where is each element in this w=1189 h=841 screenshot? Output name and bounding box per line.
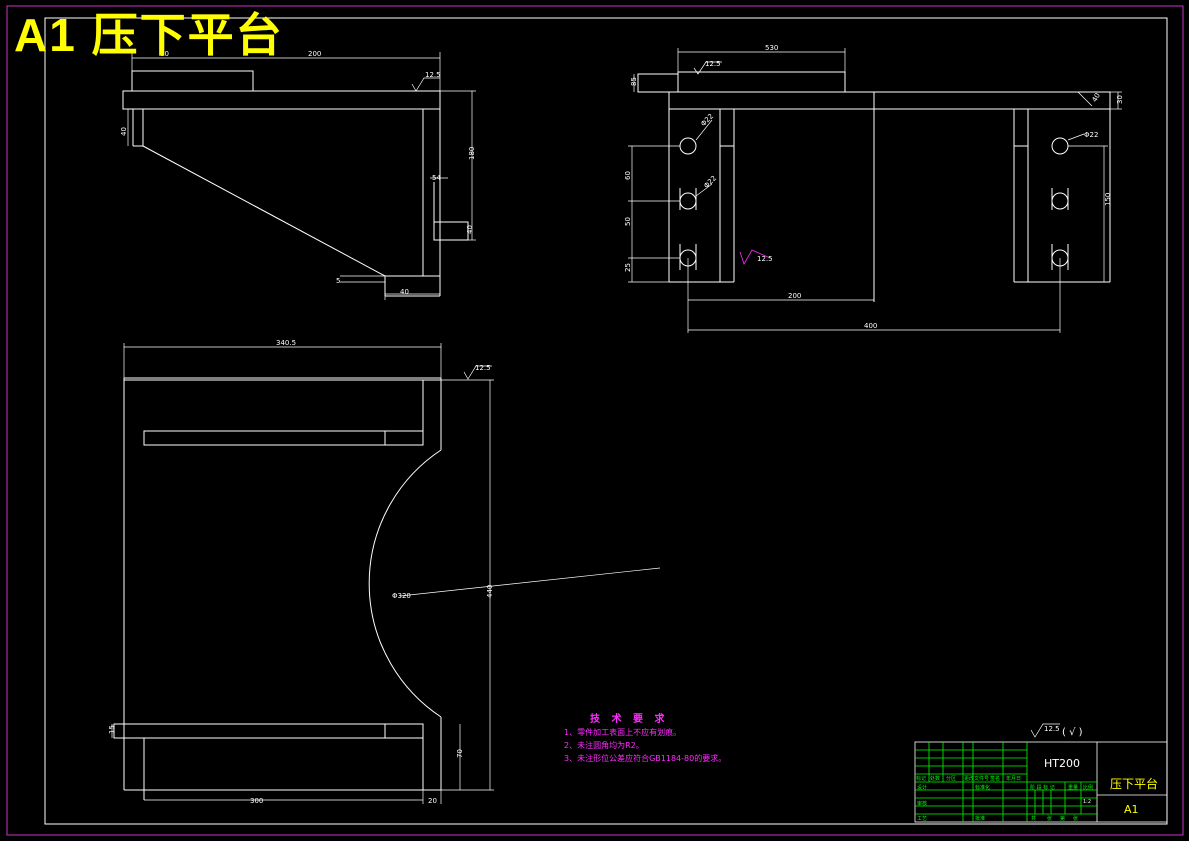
tb-label-standard: 标准化 [975, 785, 991, 791]
dim-front-hole-b: Φ22 [702, 174, 718, 190]
dim-front-40: 40 [1091, 92, 1102, 104]
tech-req-item: 1、零件加工表面上不应有划痕。 [564, 728, 682, 737]
tb-label-sheet: 张 [1073, 816, 1079, 822]
tech-req-item: 3、未注形位公差应符合GB1184-80的要求。 [564, 754, 727, 763]
dim-front-400: 400 [864, 322, 877, 330]
dim-plan-300: 300 [250, 797, 263, 805]
tb-label-process: 工艺 [917, 816, 928, 822]
dim-plan-440: 440 [486, 585, 494, 598]
dim-plan-340-5: 340.5 [276, 339, 296, 347]
inner-frame [44, 17, 1168, 825]
tech-req-heading: 技 术 要 求 [590, 714, 669, 725]
dim-plan-phi320: Φ320 [392, 592, 411, 600]
plan-view [111, 343, 661, 804]
outer-border [6, 5, 1184, 836]
dim-front-25: 25 [624, 263, 632, 272]
tb-label-date: 年月日 [1006, 776, 1022, 782]
tb-label-number: 第 [1060, 816, 1066, 822]
tb-label-mark: 标记 [916, 776, 927, 782]
tech-req-item: 2、未注圆角均为R2。 [564, 741, 644, 750]
dim-side-80: 80 [160, 50, 169, 58]
rough-plan: 12.5 [475, 364, 491, 372]
tb-material: HT200 [1044, 757, 1080, 770]
roughness-general-note: ( √ ) [1062, 727, 1083, 738]
roughness-symbol [1030, 723, 1060, 738]
tb-label-check: 审核 [917, 801, 928, 807]
dim-front-200: 200 [788, 292, 801, 300]
tb-sheet-size: A1 [1124, 803, 1139, 816]
dim-front-150: 150 [1104, 193, 1112, 206]
dim-front-85: 85 [630, 77, 638, 86]
tb-label-total: 共 [1031, 816, 1037, 822]
dim-front-30: 30 [1116, 95, 1124, 104]
roughness-general-value: 12.5 [1044, 725, 1060, 733]
dim-side-180: 180 [468, 147, 476, 160]
tb-label-change: 更改文件号 [964, 776, 990, 782]
part-name: 压下平台 [91, 9, 284, 61]
tb-scale-value: 1:2 [1083, 799, 1092, 805]
dim-front-hole-c: Φ22 [1084, 131, 1098, 139]
dim-side-200: 200 [308, 50, 321, 58]
rough-side: 12.5 [425, 71, 441, 79]
rough-front-top: 12.5 [705, 60, 721, 68]
dim-side-40-left: 40 [120, 127, 128, 136]
tb-label-sign: 签名 [990, 776, 1001, 782]
sheet-size: A1 [14, 9, 77, 61]
side-view [122, 52, 476, 300]
dim-front-530: 530 [765, 44, 778, 52]
tb-label-approve: 批准 [975, 816, 986, 822]
dim-front-50: 50 [624, 217, 632, 226]
dim-side-5: 5 [336, 277, 340, 285]
tb-label-weight: 重量 [1068, 785, 1079, 791]
front-view [628, 48, 1122, 333]
dim-front-60: 60 [624, 171, 632, 180]
tb-label-design: 设计 [917, 785, 928, 791]
title-block [914, 741, 1168, 823]
dim-plan-15: 15 [108, 725, 116, 734]
tb-label-count: 处数 [930, 776, 941, 782]
tb-label-zone: 分区 [946, 776, 957, 782]
dim-side-54: 54 [432, 174, 441, 182]
tb-label-sheets: 张 [1047, 816, 1053, 822]
dim-plan-20: 20 [428, 797, 437, 805]
sheet-title: A1 压下平台 [14, 12, 284, 58]
tb-part-name: 压下平台 [1110, 777, 1159, 791]
dim-side-40-right: 40 [466, 225, 474, 234]
dim-plan-70: 70 [456, 749, 464, 758]
rough-front-hole: 12.5 [757, 255, 773, 263]
tb-label-scale: 比例 [1083, 785, 1094, 791]
dim-front-hole-a: Φ22 [699, 112, 715, 128]
tb-label-stage: 阶 段 标 记 [1030, 785, 1055, 791]
dim-side-40-bottom: 40 [400, 288, 409, 296]
